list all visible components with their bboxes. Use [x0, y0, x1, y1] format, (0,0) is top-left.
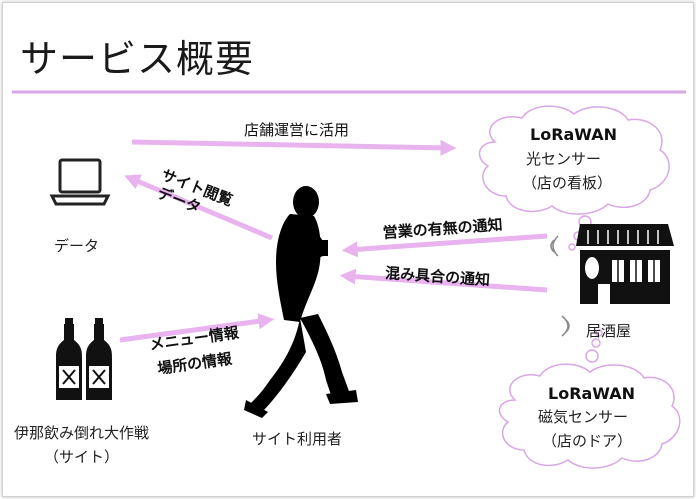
magnet-sensor-cloud [498, 329, 681, 469]
bottles-label-2: （サイト） [44, 448, 120, 466]
izakaya-house-icon [576, 224, 674, 304]
arrow-open-notify [341, 233, 548, 258]
page-title: サービス概要 [20, 37, 255, 81]
arrow-menu-info [119, 313, 275, 343]
arrow-site-browse [124, 174, 273, 241]
magnet-sensor-name: 磁気センサー [538, 408, 629, 426]
arrow-crowd-notify [339, 268, 548, 293]
magnet-sensor-location: （店のドア） [542, 432, 633, 450]
arrow-store-usage [131, 139, 457, 156]
user-label: サイト利用者 [252, 430, 343, 448]
walking-person-icon [244, 186, 358, 418]
laptop-label: データ [54, 237, 100, 255]
edge-label-store-usage: 店舗運営に活用 [244, 121, 350, 139]
bottles-label-1: 伊那飲み倒れ大作戦 [14, 424, 150, 442]
light-sensor-location: （店の看板） [522, 174, 613, 192]
sake-bottles-icon [56, 318, 112, 400]
light-sensor-brand: LoRaWAN [530, 125, 618, 144]
izakaya-label: 居酒屋 [586, 322, 632, 340]
sensor-wave-icon-bottom [561, 315, 570, 337]
sensor-wave-icon-top [550, 235, 559, 257]
magnet-sensor-brand: LoRaWAN [548, 384, 636, 403]
light-sensor-name: 光センサー [526, 150, 602, 168]
laptop-icon [49, 158, 111, 206]
